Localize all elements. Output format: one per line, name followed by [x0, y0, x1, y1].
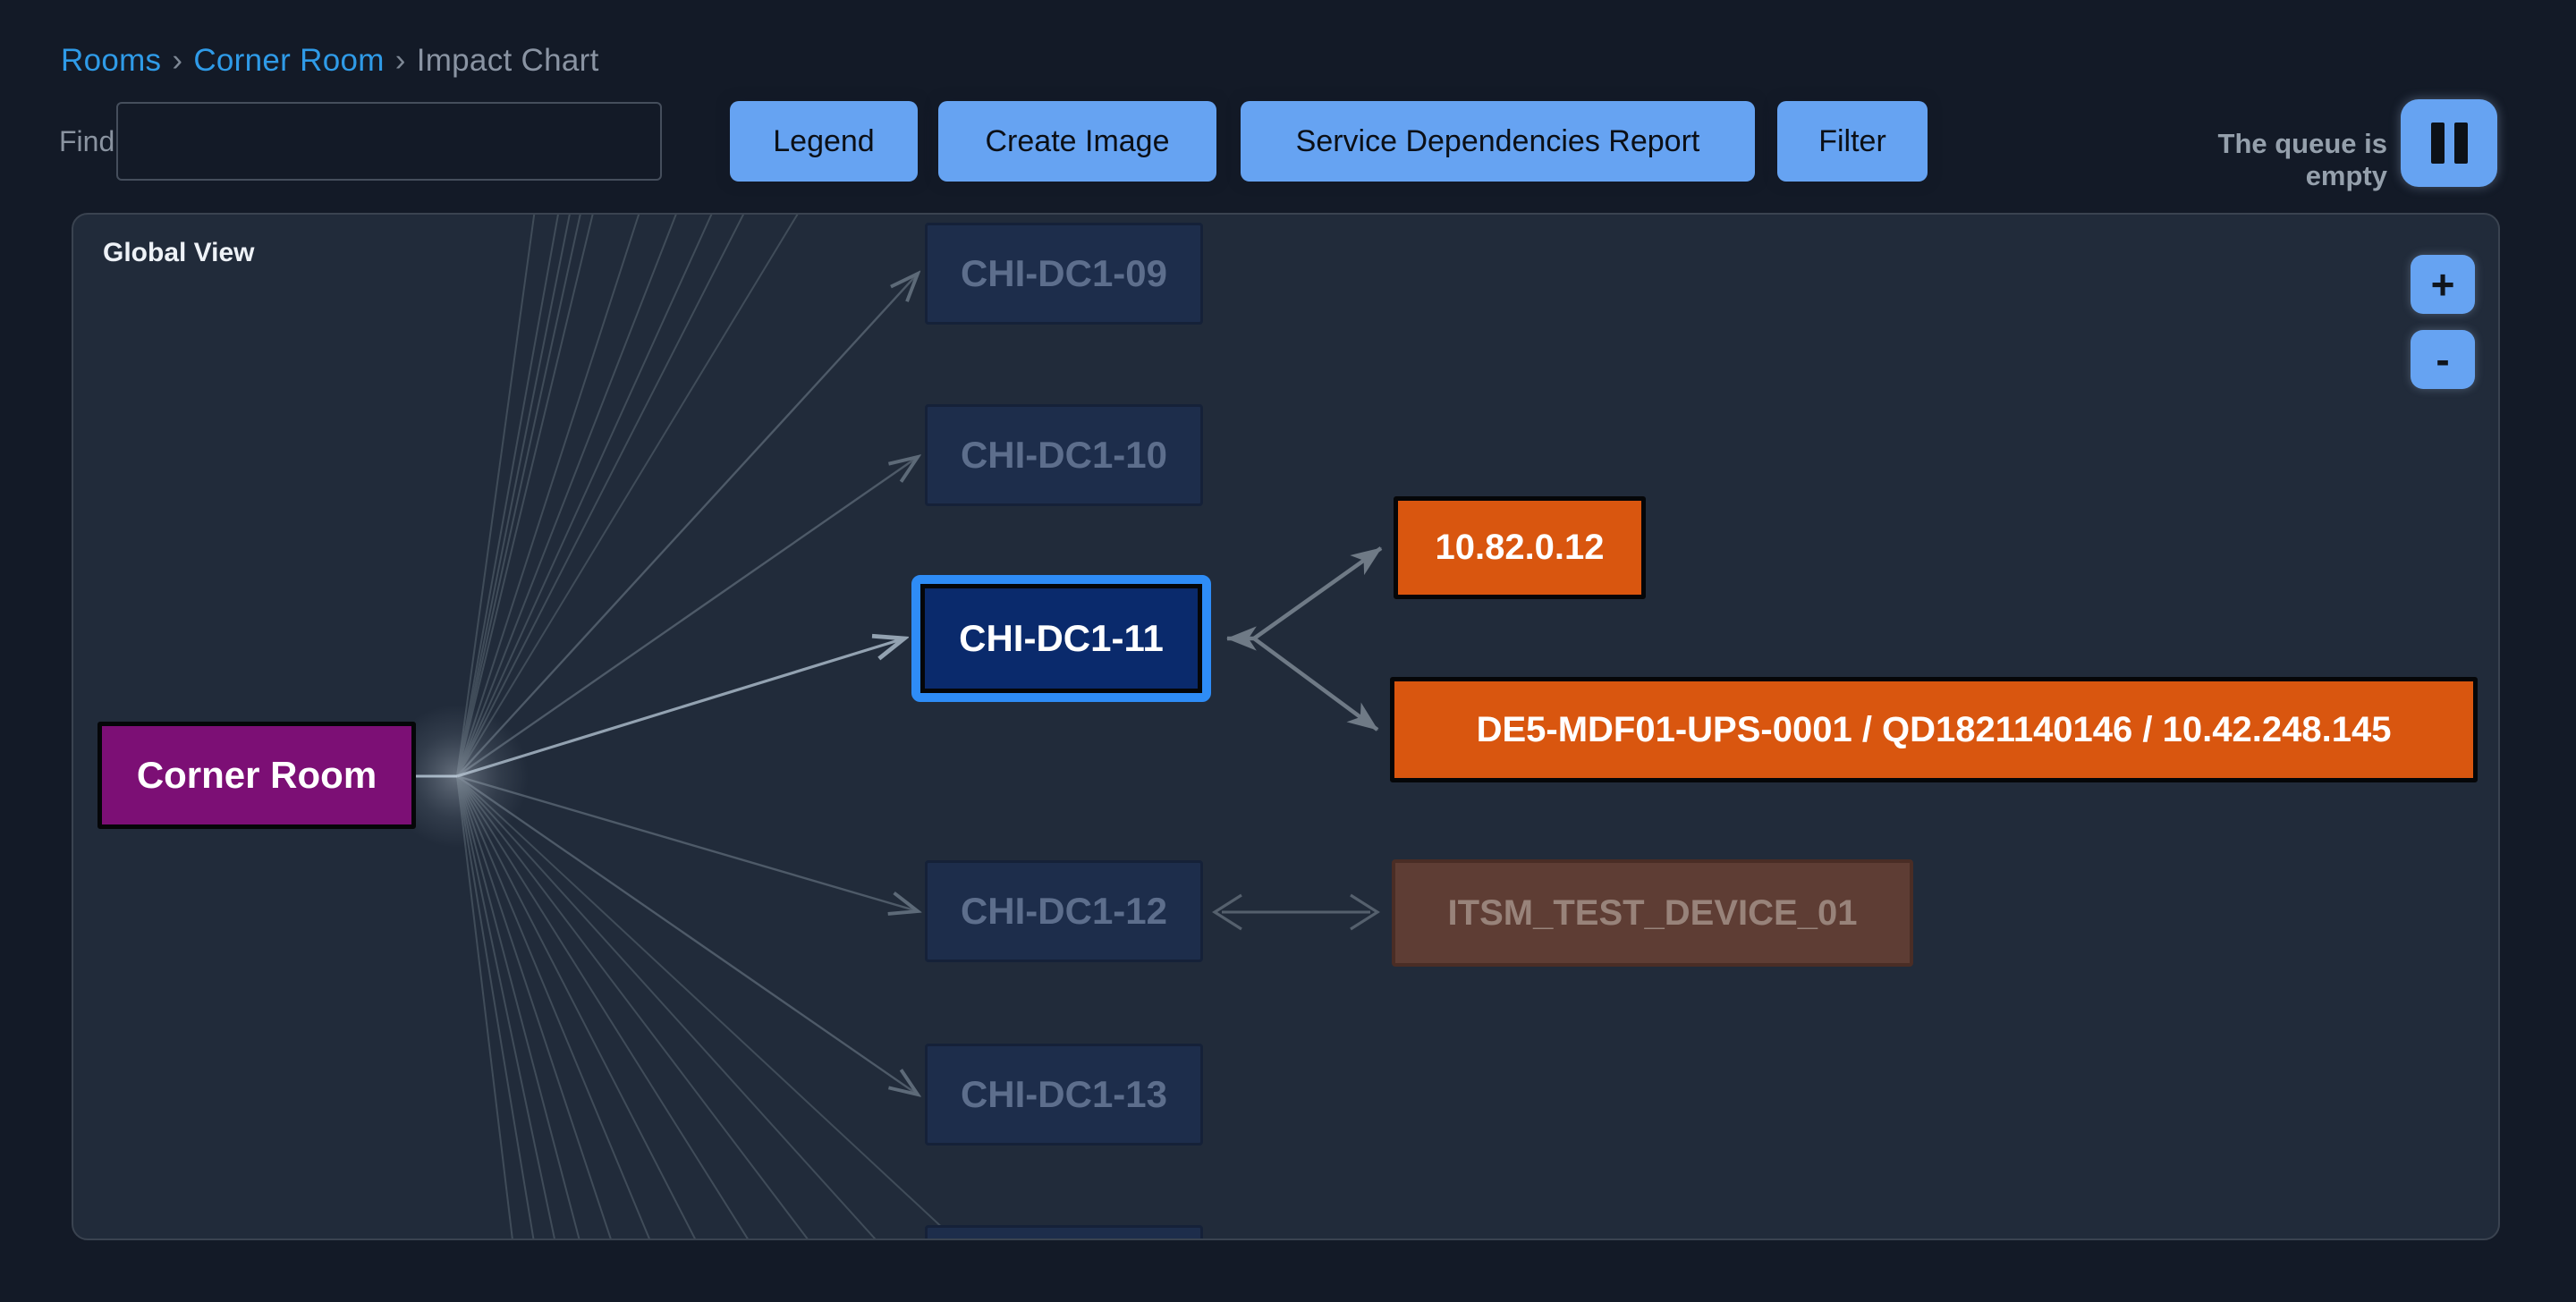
breadcrumb-separator: › [172, 43, 183, 78]
node-label: CHI-DC1-13 [960, 1073, 1168, 1115]
breadcrumb-link-corner-room[interactable]: Corner Room [193, 43, 385, 78]
impact-chart-canvas[interactable]: Global View + - [72, 213, 2500, 1240]
breadcrumb: Rooms › Corner Room › Impact Chart [61, 43, 599, 79]
node-chi-dc1-09[interactable]: CHI-DC1-09 [925, 223, 1203, 325]
create-image-button[interactable]: Create Image [938, 101, 1216, 182]
itsm-edge [1212, 893, 1380, 931]
node-label: CHI-DC1-09 [960, 252, 1168, 294]
node-label: ITSM_TEST_DEVICE_01 [1447, 892, 1858, 933]
pause-icon [2430, 123, 2468, 164]
queue-status-text: The queue is empty [2217, 128, 2387, 191]
node-ups-device[interactable]: DE5-MDF01-UPS-0001 / QD1821140146 / 10.4… [1390, 677, 2478, 782]
fan-origin-glow [386, 705, 529, 848]
node-label: Corner Room [136, 754, 377, 796]
highlighted-edge [456, 638, 904, 778]
service-dependencies-report-button[interactable]: Service Dependencies Report [1241, 101, 1755, 182]
find-input[interactable] [116, 102, 662, 181]
node-chi-dc1-10[interactable]: CHI-DC1-10 [925, 404, 1203, 506]
impact-edges [1225, 546, 1383, 731]
node-label: CHI-DC1-10 [960, 434, 1168, 476]
global-view-label: Global View [103, 238, 255, 267]
breadcrumb-separator: › [394, 43, 406, 78]
fan-edges-above [456, 215, 799, 777]
breadcrumb-link-rooms[interactable]: Rooms [61, 43, 162, 78]
selected-node-body: CHI-DC1-11 [920, 584, 1202, 693]
node-partial[interactable] [925, 1225, 1203, 1239]
filter-button[interactable]: Filter [1777, 101, 1928, 182]
pause-queue-button[interactable] [2401, 99, 2497, 187]
node-corner-room[interactable]: Corner Room [97, 722, 416, 829]
node-ip-device[interactable]: 10.82.0.12 [1394, 496, 1646, 599]
node-label: CHI-DC1-11 [959, 617, 1164, 659]
zoom-out-button[interactable]: - [2411, 330, 2475, 389]
node-label: 10.82.0.12 [1435, 528, 1605, 567]
zoom-in-button[interactable]: + [2411, 255, 2475, 314]
node-chi-dc1-13[interactable]: CHI-DC1-13 [925, 1044, 1203, 1146]
fan-edges-to-racks [456, 274, 918, 1095]
find-label: Find [59, 125, 115, 157]
node-chi-dc1-12[interactable]: CHI-DC1-12 [925, 860, 1203, 962]
node-chi-dc1-11[interactable]: CHI-DC1-11 [911, 575, 1211, 702]
node-itsm-test-device[interactable]: ITSM_TEST_DEVICE_01 [1392, 859, 1913, 967]
fan-edges-below [456, 775, 956, 1239]
edges-layer [386, 215, 1383, 1239]
node-label: CHI-DC1-12 [960, 890, 1168, 932]
legend-button[interactable]: Legend [730, 101, 918, 182]
breadcrumb-current: Impact Chart [416, 43, 599, 78]
node-label: DE5-MDF01-UPS-0001 / QD1821140146 / 10.4… [1476, 709, 2392, 749]
